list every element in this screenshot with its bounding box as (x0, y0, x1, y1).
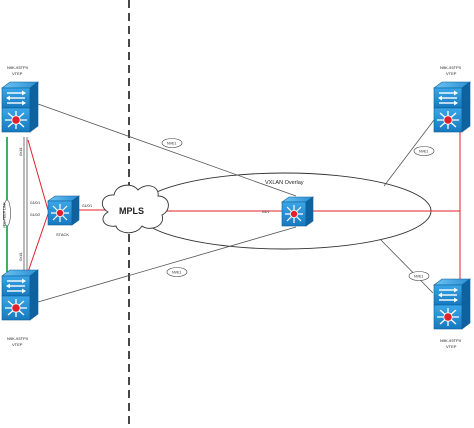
bottom-left-device-model: N9K-93TPX (7, 336, 29, 341)
port-label-bottom-left: Ge1/1 (19, 252, 23, 261)
top-right-device-model: N9K-93TPX (440, 65, 462, 70)
nve-tunnels (37, 103, 435, 303)
top-left-device-model: N9K-93TPX (7, 65, 29, 70)
bottom-right-device-role: VTEP (446, 344, 457, 349)
vxlan-overlay-label: VXLAN Overlay (265, 180, 304, 186)
mpls-label: MPLS (119, 206, 144, 216)
nve-label-top-left: NVE1 (167, 142, 176, 146)
mpls-cloud (101, 184, 169, 234)
bottom-right-device-model: N9K-93TPX (440, 338, 462, 343)
port-label-stack-1: G1/0/1 (30, 201, 40, 205)
top-right-device-role: VTEP (446, 71, 457, 76)
nve-badges (161, 138, 435, 281)
port-label-top-left: Ge1/1 (19, 147, 23, 156)
left-uplinks (23, 137, 28, 272)
bottom-left-vtep-switch[interactable] (1, 269, 39, 321)
nve-label-bottom-right: NVE1 (414, 275, 423, 279)
center-mpls-router[interactable] (281, 196, 314, 227)
stack-label: STACK (56, 232, 69, 237)
bottom-right-vtep-switch[interactable] (433, 278, 471, 330)
stack-switch[interactable] (47, 195, 80, 226)
port-label-stack-mpls: G1/0/1 (82, 204, 92, 208)
top-left-vtep-switch[interactable] (1, 81, 39, 133)
port-label-stack-2: G1/0/2 (30, 213, 40, 217)
vpc-peer-link-label: vPC PEER LINK (3, 201, 7, 228)
nve-label-top-right: NVE1 (419, 150, 428, 154)
top-left-device-role: VTEP (12, 71, 23, 76)
bottom-left-device-role: VTEP (12, 342, 23, 347)
vpc-peer-link-oval (3, 199, 11, 227)
nve-label-bottom-left: NVE1 (172, 271, 181, 275)
top-right-vtep-switch[interactable] (433, 81, 471, 133)
red-links (27, 105, 461, 296)
port-label-center: G1/1 (262, 210, 269, 214)
